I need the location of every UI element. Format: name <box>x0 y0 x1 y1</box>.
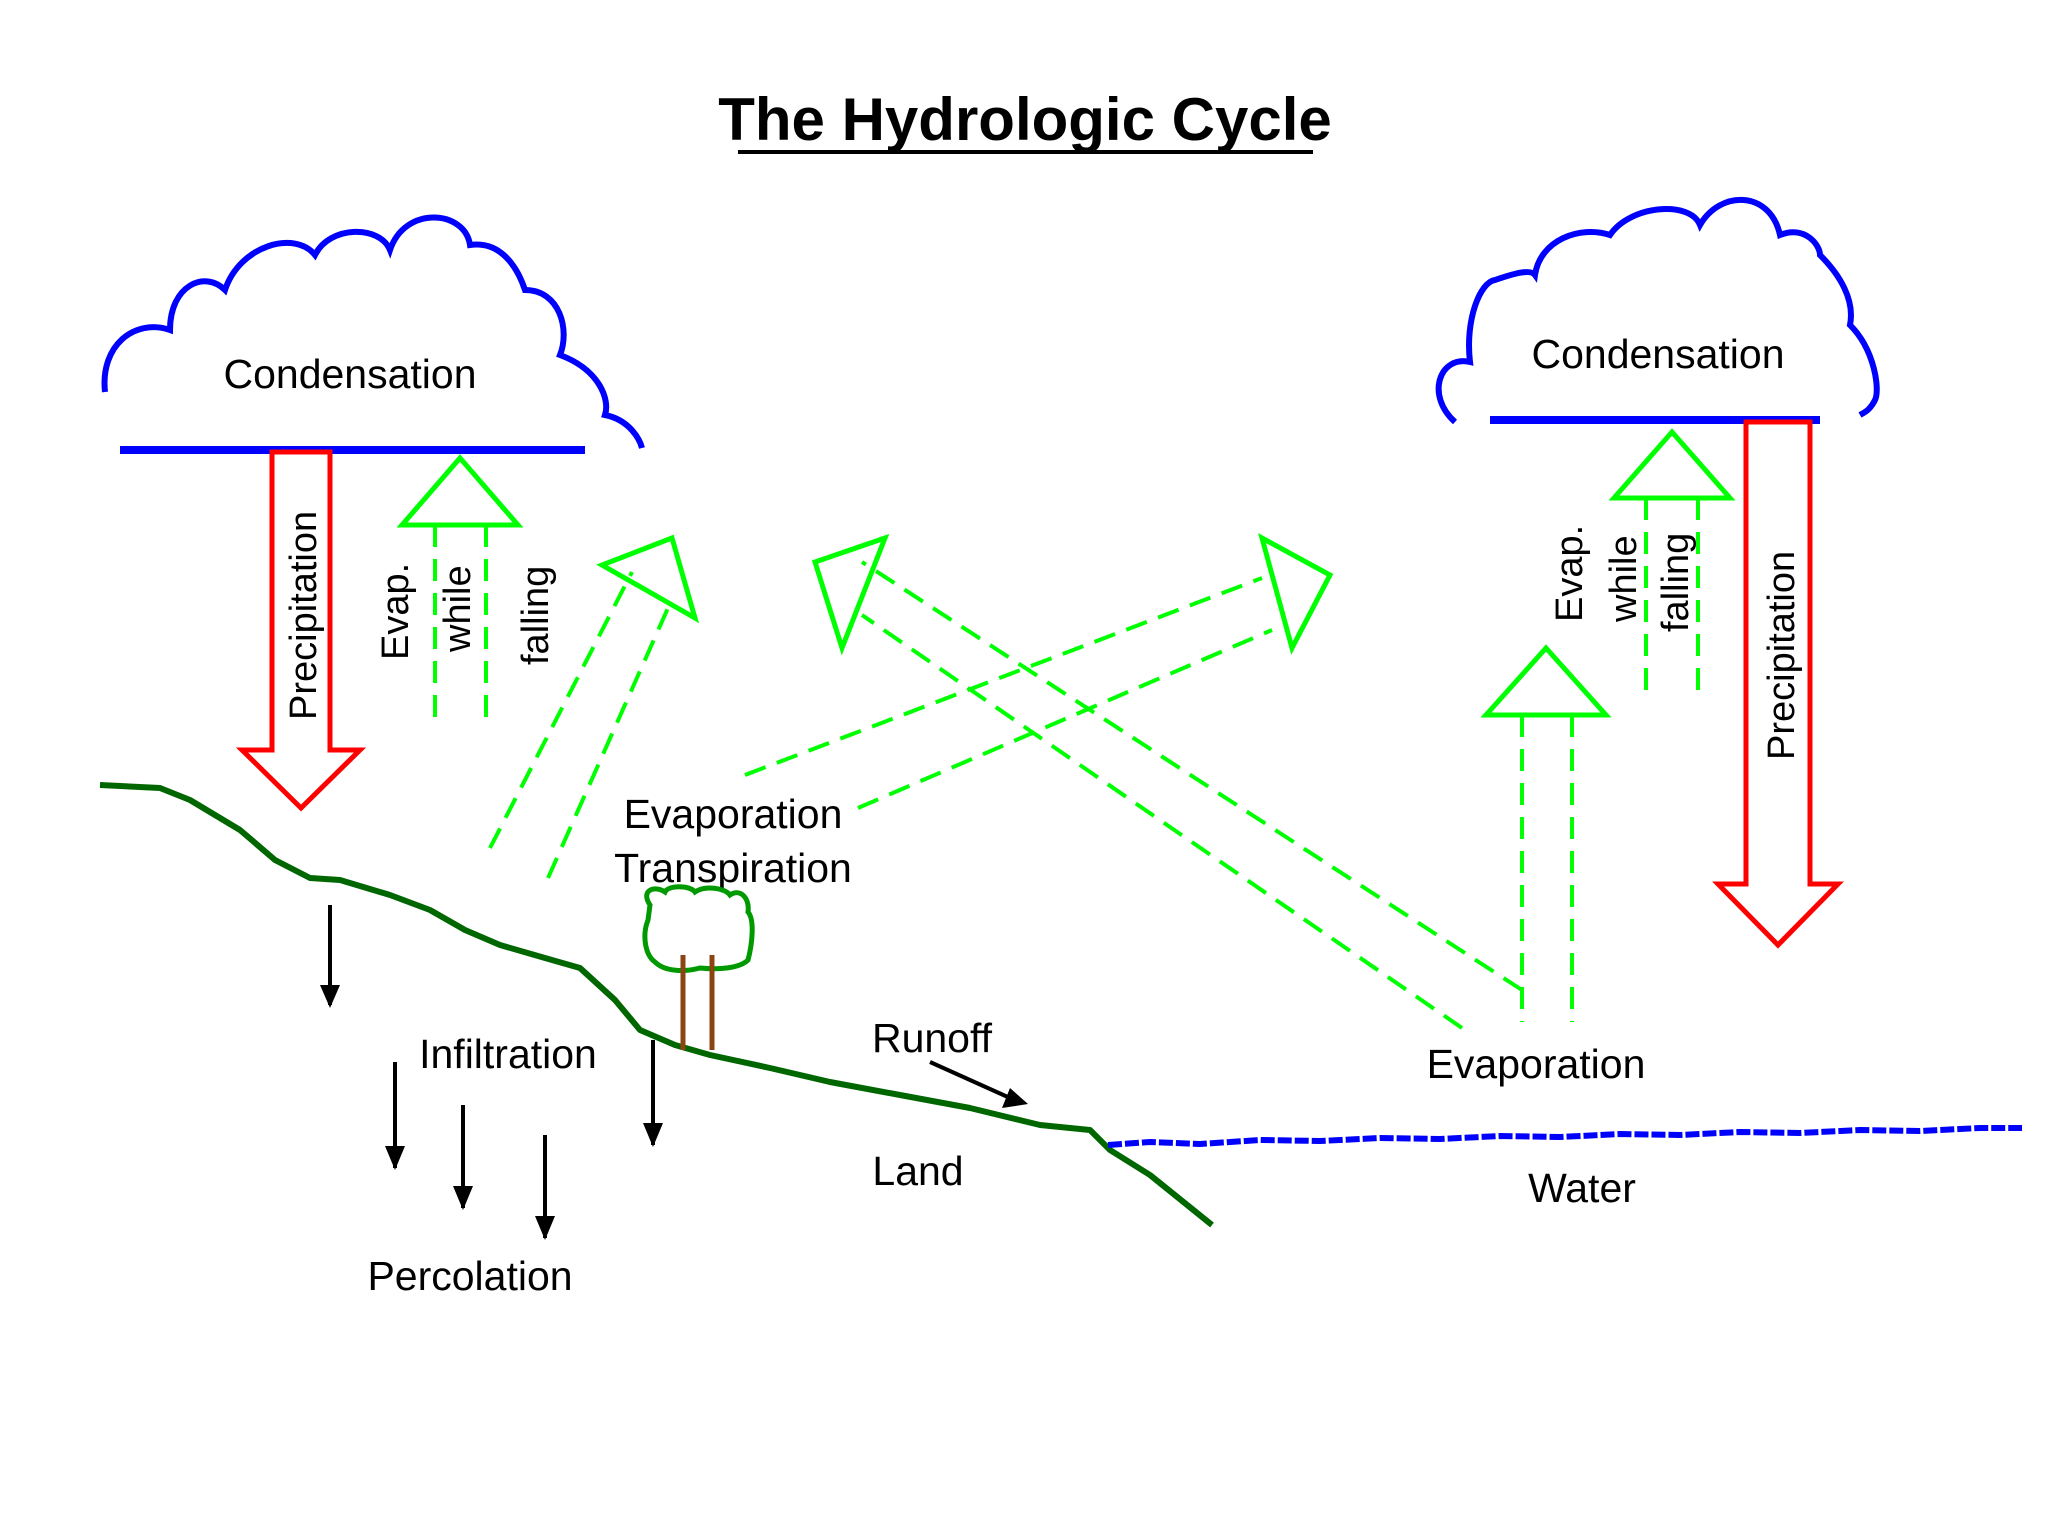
land-surface <box>99 782 1214 1228</box>
infiltration-label: Infiltration <box>419 1031 597 1077</box>
left-while-label: while <box>437 565 479 653</box>
water-surface <box>1107 1125 2022 1148</box>
percolation-label: Percolation <box>367 1253 572 1299</box>
left-falling-label: falling <box>515 566 557 665</box>
land-label: Land <box>872 1148 963 1194</box>
water-label: Water <box>1528 1165 1636 1211</box>
left-precipitation-arrow <box>235 449 367 812</box>
water-to-left-cloud-arrowhead <box>811 533 890 656</box>
right-precipitation-arrow <box>1712 419 1844 949</box>
left-precipitation-label: Precipitation <box>283 511 325 720</box>
right-while-label: while <box>1603 535 1645 623</box>
left-condensation-label: Condensation <box>223 351 476 397</box>
right-evap-label: Evap. <box>1549 525 1591 622</box>
evaporation-transpiration-label-line1: Evaporation <box>624 791 843 837</box>
percolation-arrow-2 <box>535 1135 555 1240</box>
land-evap-diagonal-shaft-b <box>546 607 670 879</box>
right-evap-while-falling-arrowhead <box>1608 428 1736 501</box>
land-to-right-cloud-shaft-b <box>857 628 1273 810</box>
tree-crown <box>642 884 755 973</box>
diagram-title: The Hydrologic Cycle <box>718 86 1331 153</box>
infiltration-arrow-1 <box>320 905 340 1008</box>
water-to-left-cloud-shaft-b <box>860 613 1464 1030</box>
right-cloud-outline <box>1435 197 1880 425</box>
water-evaporation-label: Evaporation <box>1427 1041 1646 1087</box>
runoff-label: Runoff <box>872 1015 993 1061</box>
evaporation-transpiration-label-line2: Transpiration <box>614 845 852 891</box>
right-falling-label: falling <box>1655 533 1697 632</box>
land-evap-diagonal-arrowhead <box>596 534 700 624</box>
right-precipitation-label: Precipitation <box>1761 551 1803 760</box>
land-to-right-cloud-shaft-a <box>744 576 1263 777</box>
right-condensation-label: Condensation <box>1531 331 1784 377</box>
runoff-arrow <box>929 1060 1028 1108</box>
percolation-arrow-1 <box>453 1105 473 1210</box>
left-cloud-outline <box>101 214 645 449</box>
infiltration-arrow-2 <box>385 1062 405 1170</box>
land-to-right-cloud-arrowhead <box>1258 533 1334 655</box>
water-to-left-cloud-shaft-a <box>860 560 1524 992</box>
land-evap-diagonal-shaft-a <box>488 571 634 849</box>
left-evap-label: Evap. <box>375 563 417 660</box>
water-evaporation-up-arrowhead <box>1480 644 1612 718</box>
left-evap-while-falling-arrowhead <box>396 454 524 528</box>
infiltration-arrow-3 <box>643 1040 663 1147</box>
